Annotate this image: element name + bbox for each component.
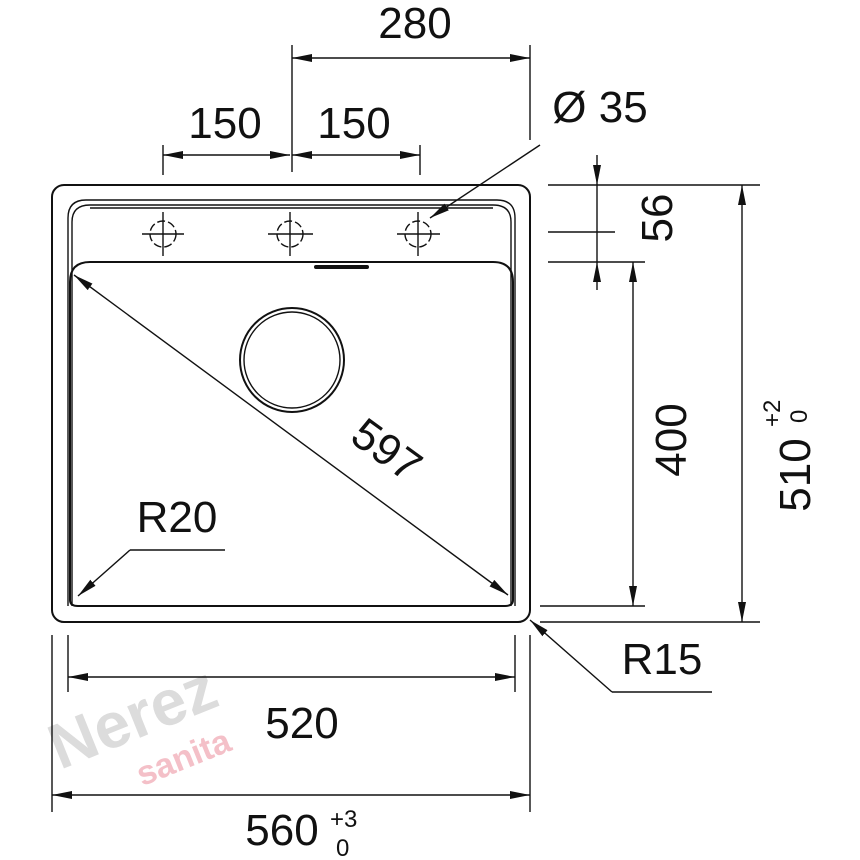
label-r15: R15: [622, 635, 703, 684]
label-150-left: 150: [188, 99, 261, 148]
dim-597-diagonal: 597: [73, 274, 509, 596]
tap-hole-left: [142, 212, 184, 256]
drain-inner: [243, 311, 341, 409]
dim-280: 280: [291, 0, 531, 172]
label-510: 510: [771, 438, 820, 511]
dim-r20: R20: [77, 493, 225, 597]
dim-560: 560 +3 0: [51, 635, 531, 860]
dim-510: 510 +2 0: [540, 185, 820, 623]
label-280: 280: [378, 0, 451, 48]
label-560: 560: [245, 806, 318, 855]
label-56: 56: [633, 194, 682, 243]
dim-hole-diameter: Ø 35: [429, 83, 648, 219]
dim-56: 56: [548, 155, 760, 290]
label-diameter: Ø 35: [552, 83, 647, 132]
label-560-tol-lower: 0: [336, 835, 349, 860]
dim-520: 520: [67, 635, 516, 748]
label-560-tol-upper: +3: [330, 806, 357, 833]
tap-hole-right: [397, 212, 440, 256]
dim-400: 400: [540, 262, 696, 607]
label-520: 520: [265, 699, 338, 748]
dim-150-150: 150 150: [162, 99, 421, 175]
tap-hole-center: [268, 212, 313, 256]
label-510-tol-lower: 0: [786, 410, 813, 423]
label-510-tol-upper: +2: [759, 400, 786, 427]
drain-outer: [239, 307, 345, 413]
tap-holes: [142, 212, 440, 256]
dim-r15: R15: [529, 619, 712, 693]
label-400: 400: [647, 403, 696, 476]
label-150-right: 150: [317, 99, 390, 148]
label-597: 597: [342, 409, 430, 492]
label-r20: R20: [137, 493, 218, 542]
